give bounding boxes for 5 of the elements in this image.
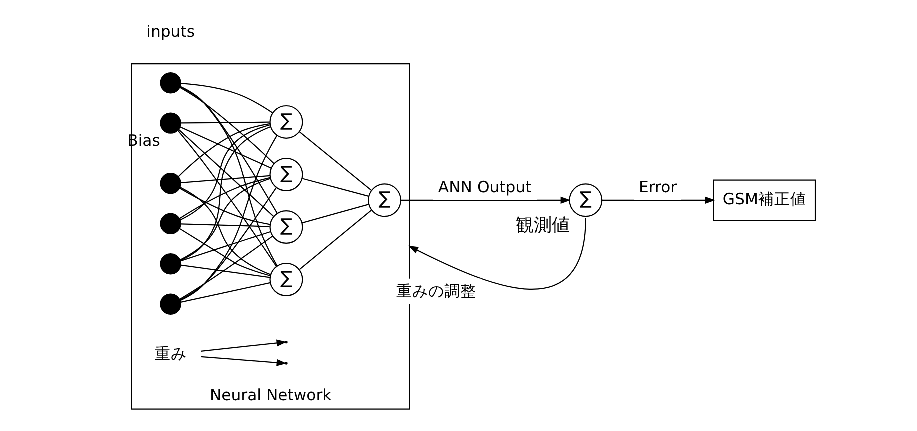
edge-label: Error bbox=[638, 177, 677, 196]
edge-label: ANN Output bbox=[438, 177, 532, 196]
label: inputs bbox=[146, 22, 194, 41]
node-label: 観測値 bbox=[515, 214, 570, 236]
node-text: 重み bbox=[154, 344, 186, 363]
